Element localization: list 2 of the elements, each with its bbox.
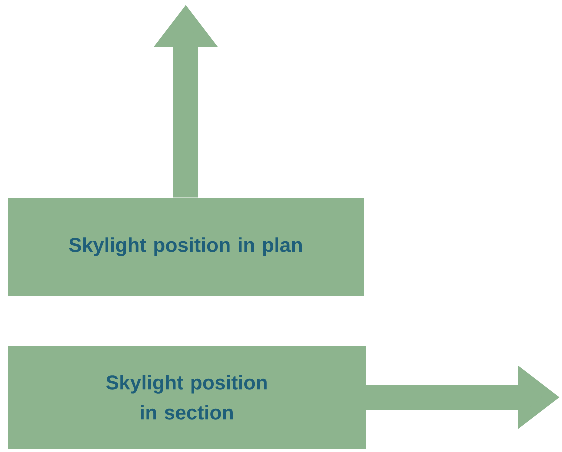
process-box: Skylight position in plan [8, 198, 364, 296]
process-box: Skylight position in section [8, 346, 366, 449]
